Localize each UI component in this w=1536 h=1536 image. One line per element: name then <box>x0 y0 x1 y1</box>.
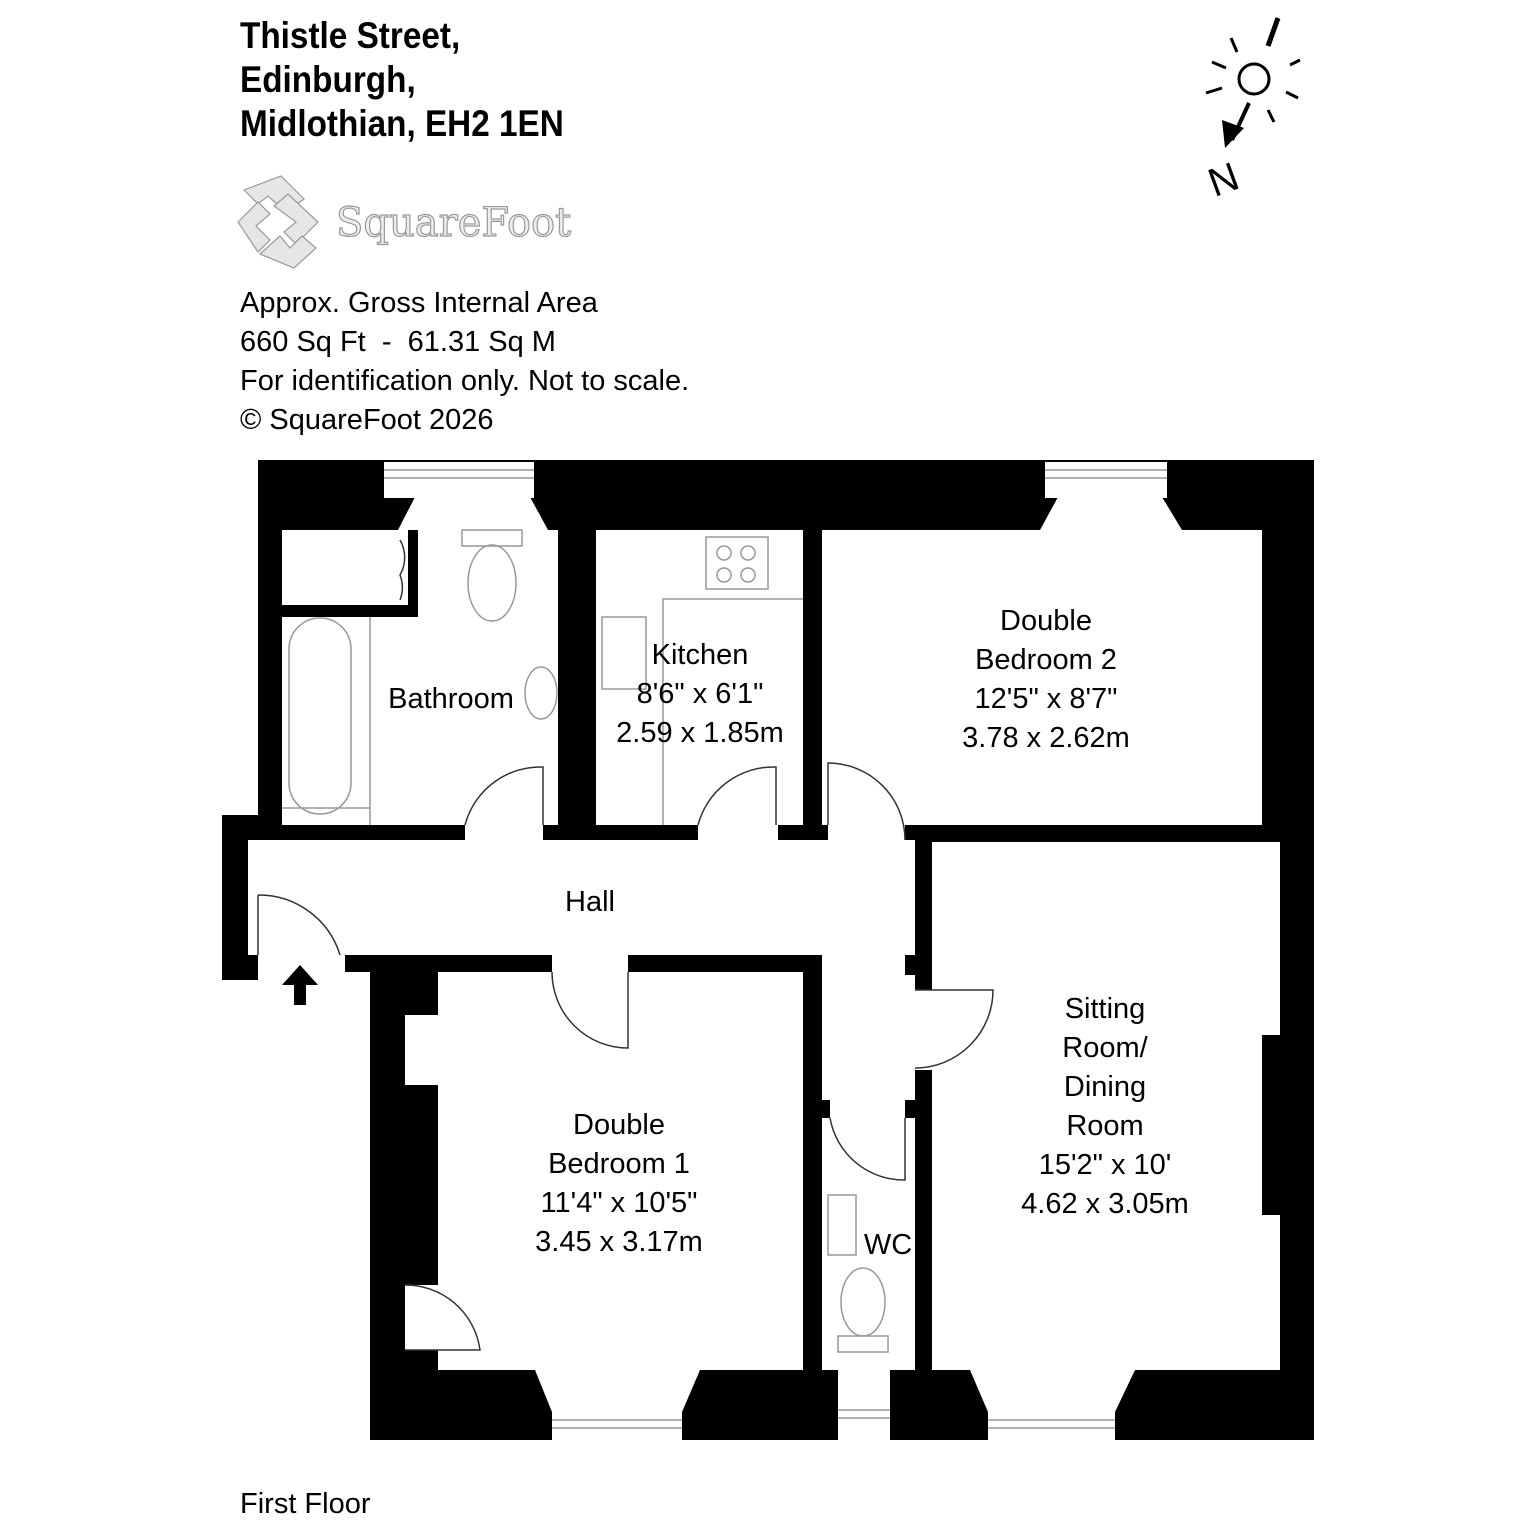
bathroom-label: Bathroom <box>388 683 514 715</box>
hob-icon <box>705 536 769 590</box>
kitchen-imperial: 8'6" x 6'1" <box>637 678 764 710</box>
address-line-1: Thistle Street, <box>240 15 461 56</box>
address-line-2: Edinburgh, <box>240 59 416 100</box>
wc-basin-icon <box>827 1194 857 1256</box>
area-value: 660 Sq Ft - 61.31 Sq M <box>240 326 556 358</box>
kitchen-metric: 2.59 x 1.85m <box>616 717 784 749</box>
hall-label: Hall <box>565 886 615 918</box>
bedroom1-metric: 3.45 x 3.17m <box>535 1226 703 1258</box>
bedroom2-metric: 3.78 x 2.62m <box>962 722 1130 754</box>
rooms <box>248 462 1280 1440</box>
property-address: Thistle Street, Edinburgh, Midlothian, E… <box>240 14 564 146</box>
toilet-icon <box>467 544 517 622</box>
bedroom2-label-1: Double <box>1000 605 1092 637</box>
sun-north-arrow-icon: N <box>1202 17 1301 206</box>
area-title: Approx. Gross Internal Area <box>240 287 598 319</box>
sitting-label-2: Room/ <box>1062 1032 1148 1064</box>
sitting-metric: 4.62 x 3.05m <box>1021 1188 1189 1220</box>
cupboard-door <box>404 1284 481 1351</box>
sitting-label-4: Room <box>1066 1110 1143 1142</box>
inner-walls <box>282 530 1282 1215</box>
windows <box>384 469 1167 1429</box>
toilet-cistern-icon <box>461 529 523 547</box>
kitchen-door <box>697 766 777 826</box>
sink-icon <box>601 616 647 690</box>
logo-text: SquareFoot <box>336 200 571 246</box>
address-line-3: Midlothian, EH2 1EN <box>240 103 564 144</box>
doors <box>257 539 994 1351</box>
bedroom2-imperial: 12'5" x 8'7" <box>975 683 1118 715</box>
sitting-imperial: 15'2" x 10' <box>1039 1149 1172 1181</box>
sitting-label-3: Dining <box>1064 1071 1146 1103</box>
entrance-door <box>257 894 341 956</box>
floor-label: First Floor <box>240 1488 371 1520</box>
bedroom1-label-1: Double <box>573 1109 665 1141</box>
squarefoot-logo: SquareFoot <box>237 175 572 269</box>
wc-door <box>829 1117 906 1181</box>
sitting-label-1: Sitting <box>1065 993 1146 1025</box>
room-labels: Bathroom Kitchen 8'6" x 6'1" 2.59 x 1.85… <box>388 605 1189 1261</box>
bathtub-icon <box>288 617 352 815</box>
bedroom2-label-2: Bedroom 2 <box>975 644 1117 676</box>
entrance-arrow-icon <box>282 965 318 1005</box>
basin-icon <box>524 666 558 720</box>
sitting-room-door <box>914 989 994 1069</box>
bedroom1-label-2: Bedroom 1 <box>548 1148 690 1180</box>
bedroom1-imperial: 11'4" x 10'5" <box>541 1187 698 1219</box>
wc-label: WC <box>864 1229 912 1261</box>
area-info: Approx. Gross Internal Area 660 Sq Ft - 6… <box>240 284 689 440</box>
fixtures <box>282 529 889 1353</box>
disclaimer: For identification only. Not to scale. <box>240 365 690 397</box>
bathroom-door <box>464 766 544 826</box>
copyright: © SquareFoot 2026 <box>240 404 494 436</box>
bedroom2-door <box>827 762 906 841</box>
bedroom1-door <box>551 971 629 1049</box>
kitchen-label: Kitchen <box>652 639 749 671</box>
north-label: N <box>1202 154 1244 205</box>
